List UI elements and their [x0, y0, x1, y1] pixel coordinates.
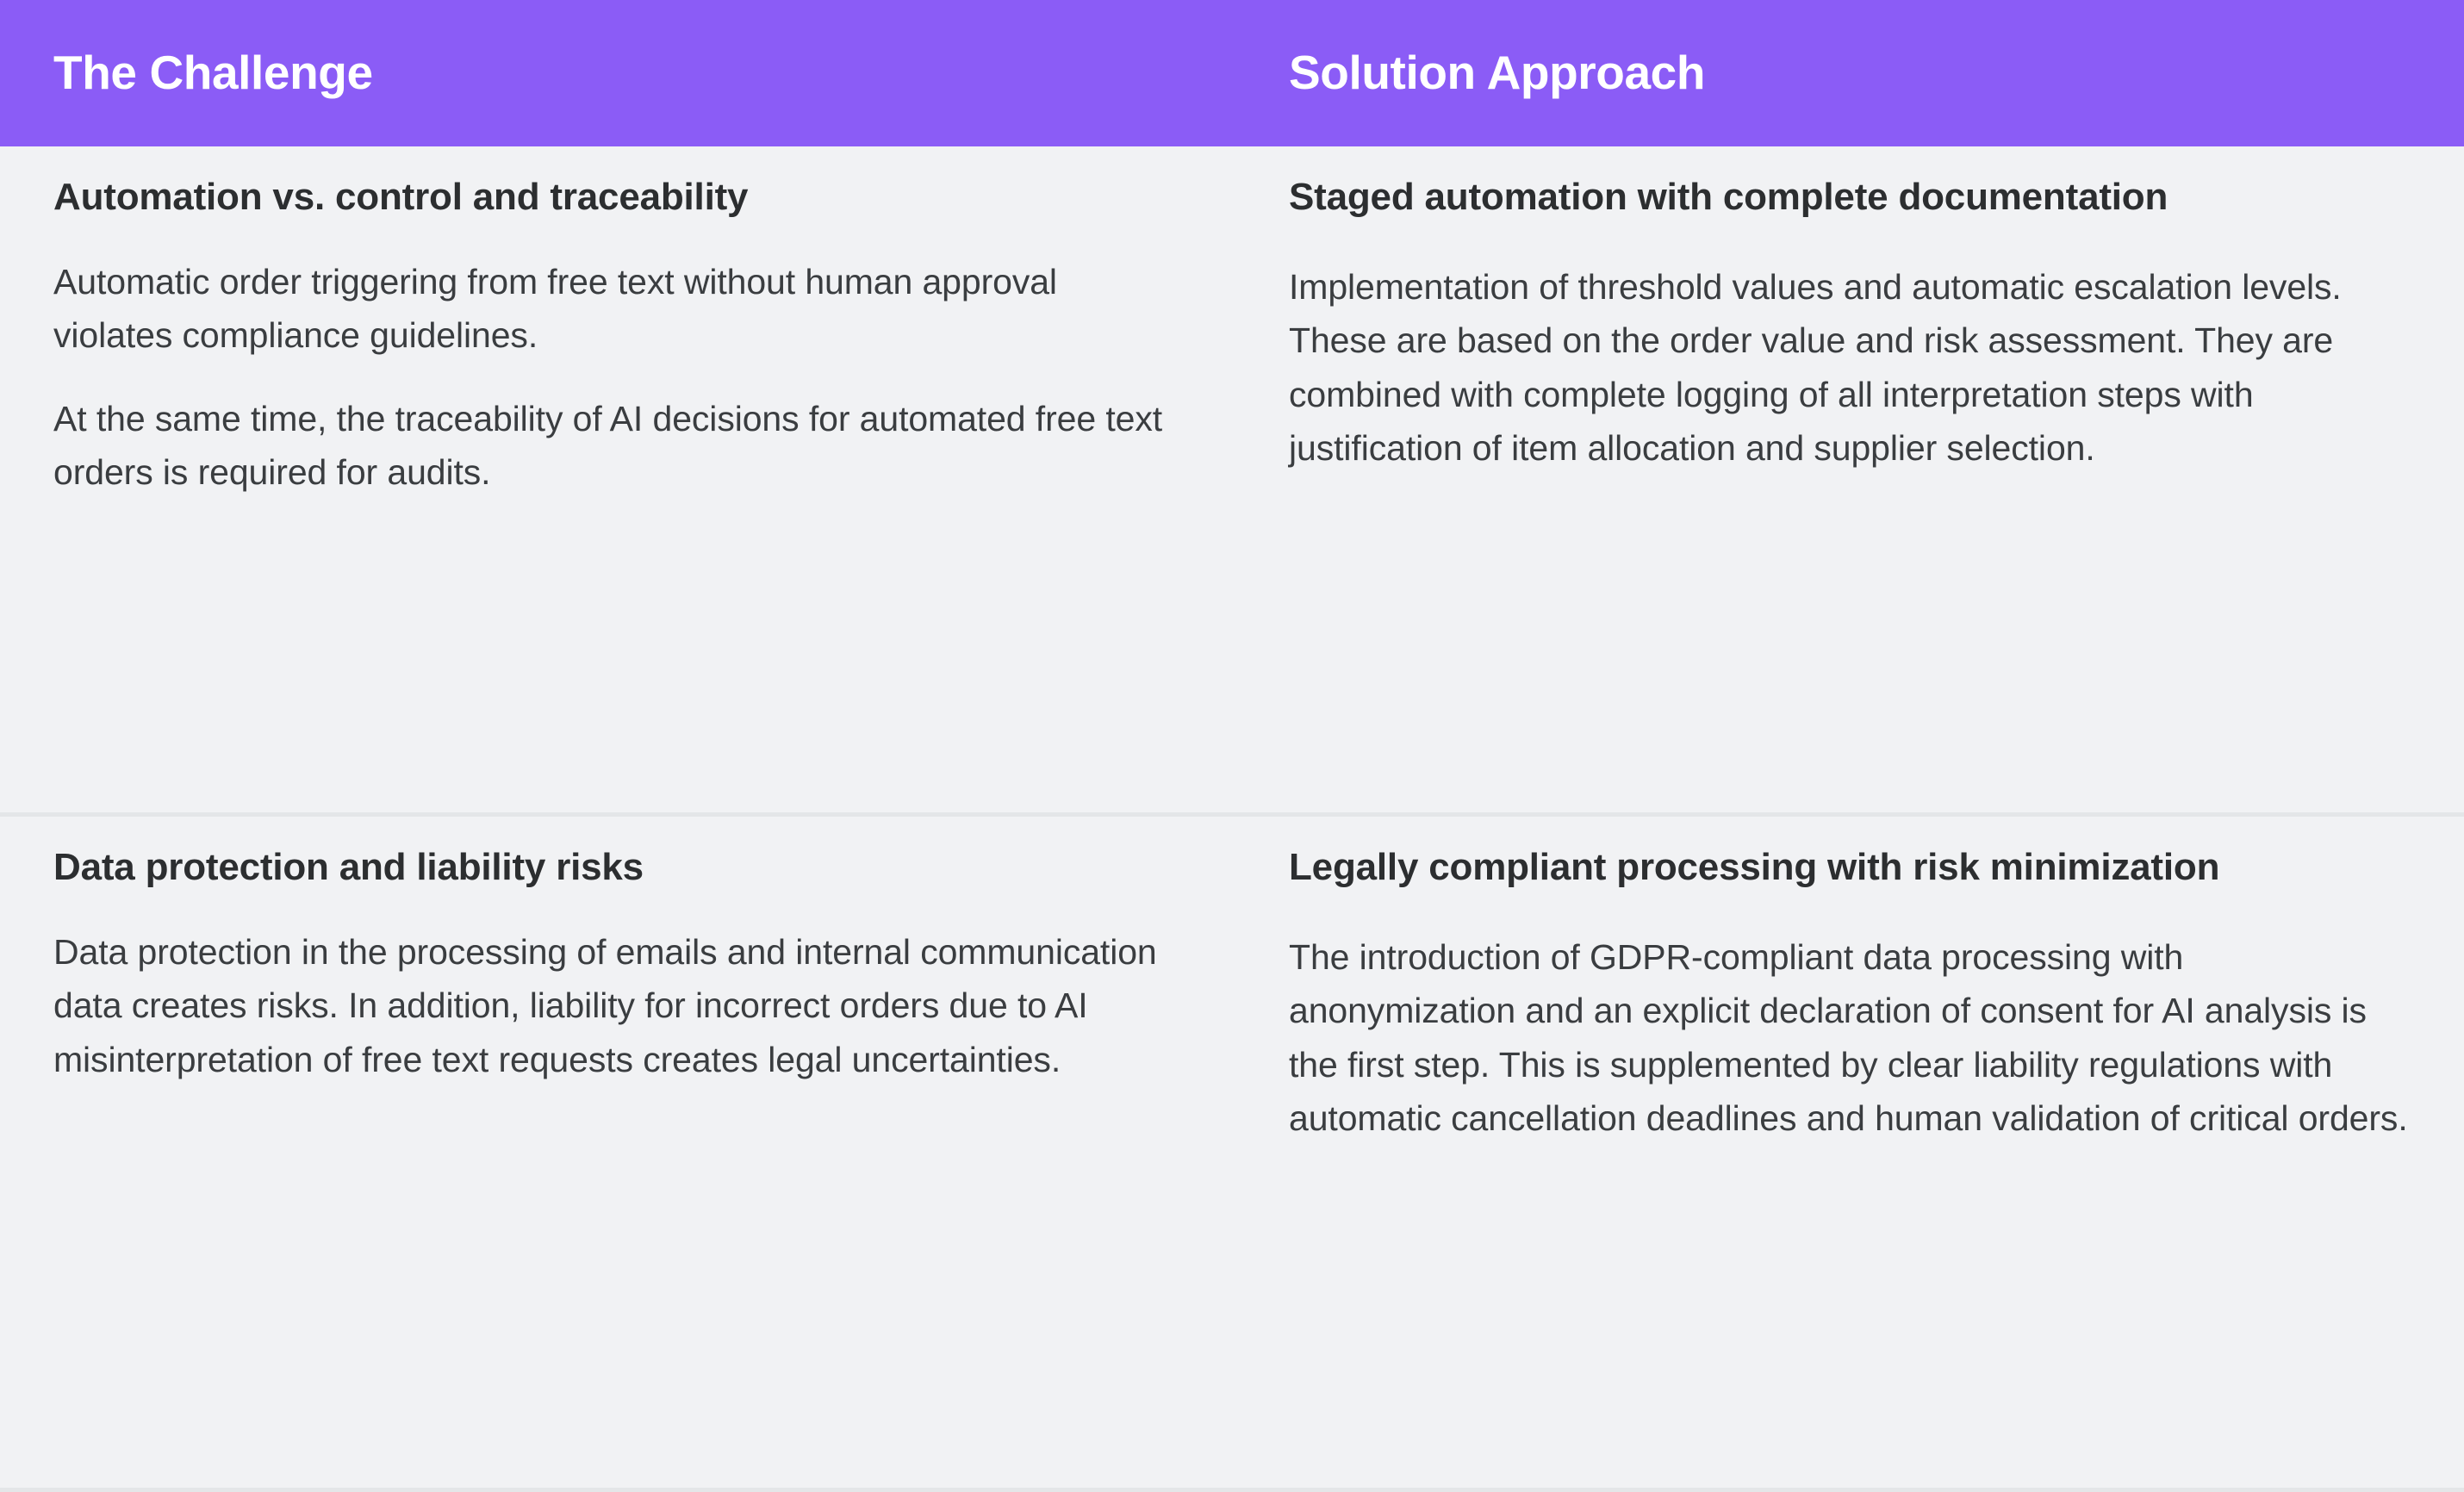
solution-body: Implementation of threshold values and a… — [1289, 260, 2412, 475]
challenge-paragraph: At the same time, the traceability of AI… — [53, 398, 1163, 493]
challenge-paragraph: Data protection in the processing of ema… — [53, 932, 1157, 1079]
solution-heading: Legally compliant processing with risk m… — [1289, 846, 2220, 888]
table-body: Automation vs. control and traceability … — [0, 146, 2464, 1488]
challenge-body: Data protection in the processing of ema… — [53, 925, 1180, 1086]
solution-heading: Staged automation with complete document… — [1289, 176, 2168, 218]
column-header-challenge: The Challenge — [53, 46, 373, 100]
challenge-paragraph: Automatic order triggering from free tex… — [53, 262, 1057, 356]
solution-cell: Legally compliant processing with risk m… — [1232, 817, 2464, 1488]
table-row: Data protection and liability risks Data… — [0, 817, 2464, 1488]
solution-paragraph: The introduction of GDPR-compliant data … — [1289, 937, 2408, 1139]
challenge-body: Automatic order triggering from free tex… — [53, 255, 1180, 499]
column-header-solution: Solution Approach — [1289, 46, 1706, 100]
table-row: Automation vs. control and traceability … — [0, 146, 2464, 817]
challenge-cell: Data protection and liability risks Data… — [0, 817, 1232, 1488]
solution-paragraph: Implementation of threshold values and a… — [1289, 267, 2342, 469]
solution-body: The introduction of GDPR-compliant data … — [1289, 930, 2412, 1145]
challenge-heading: Automation vs. control and traceability — [53, 176, 749, 218]
challenge-cell: Automation vs. control and traceability … — [0, 146, 1232, 812]
challenge-heading: Data protection and liability risks — [53, 846, 644, 888]
solution-cell: Staged automation with complete document… — [1232, 146, 2464, 812]
table-header-row: The Challenge Solution Approach — [0, 0, 2464, 146]
